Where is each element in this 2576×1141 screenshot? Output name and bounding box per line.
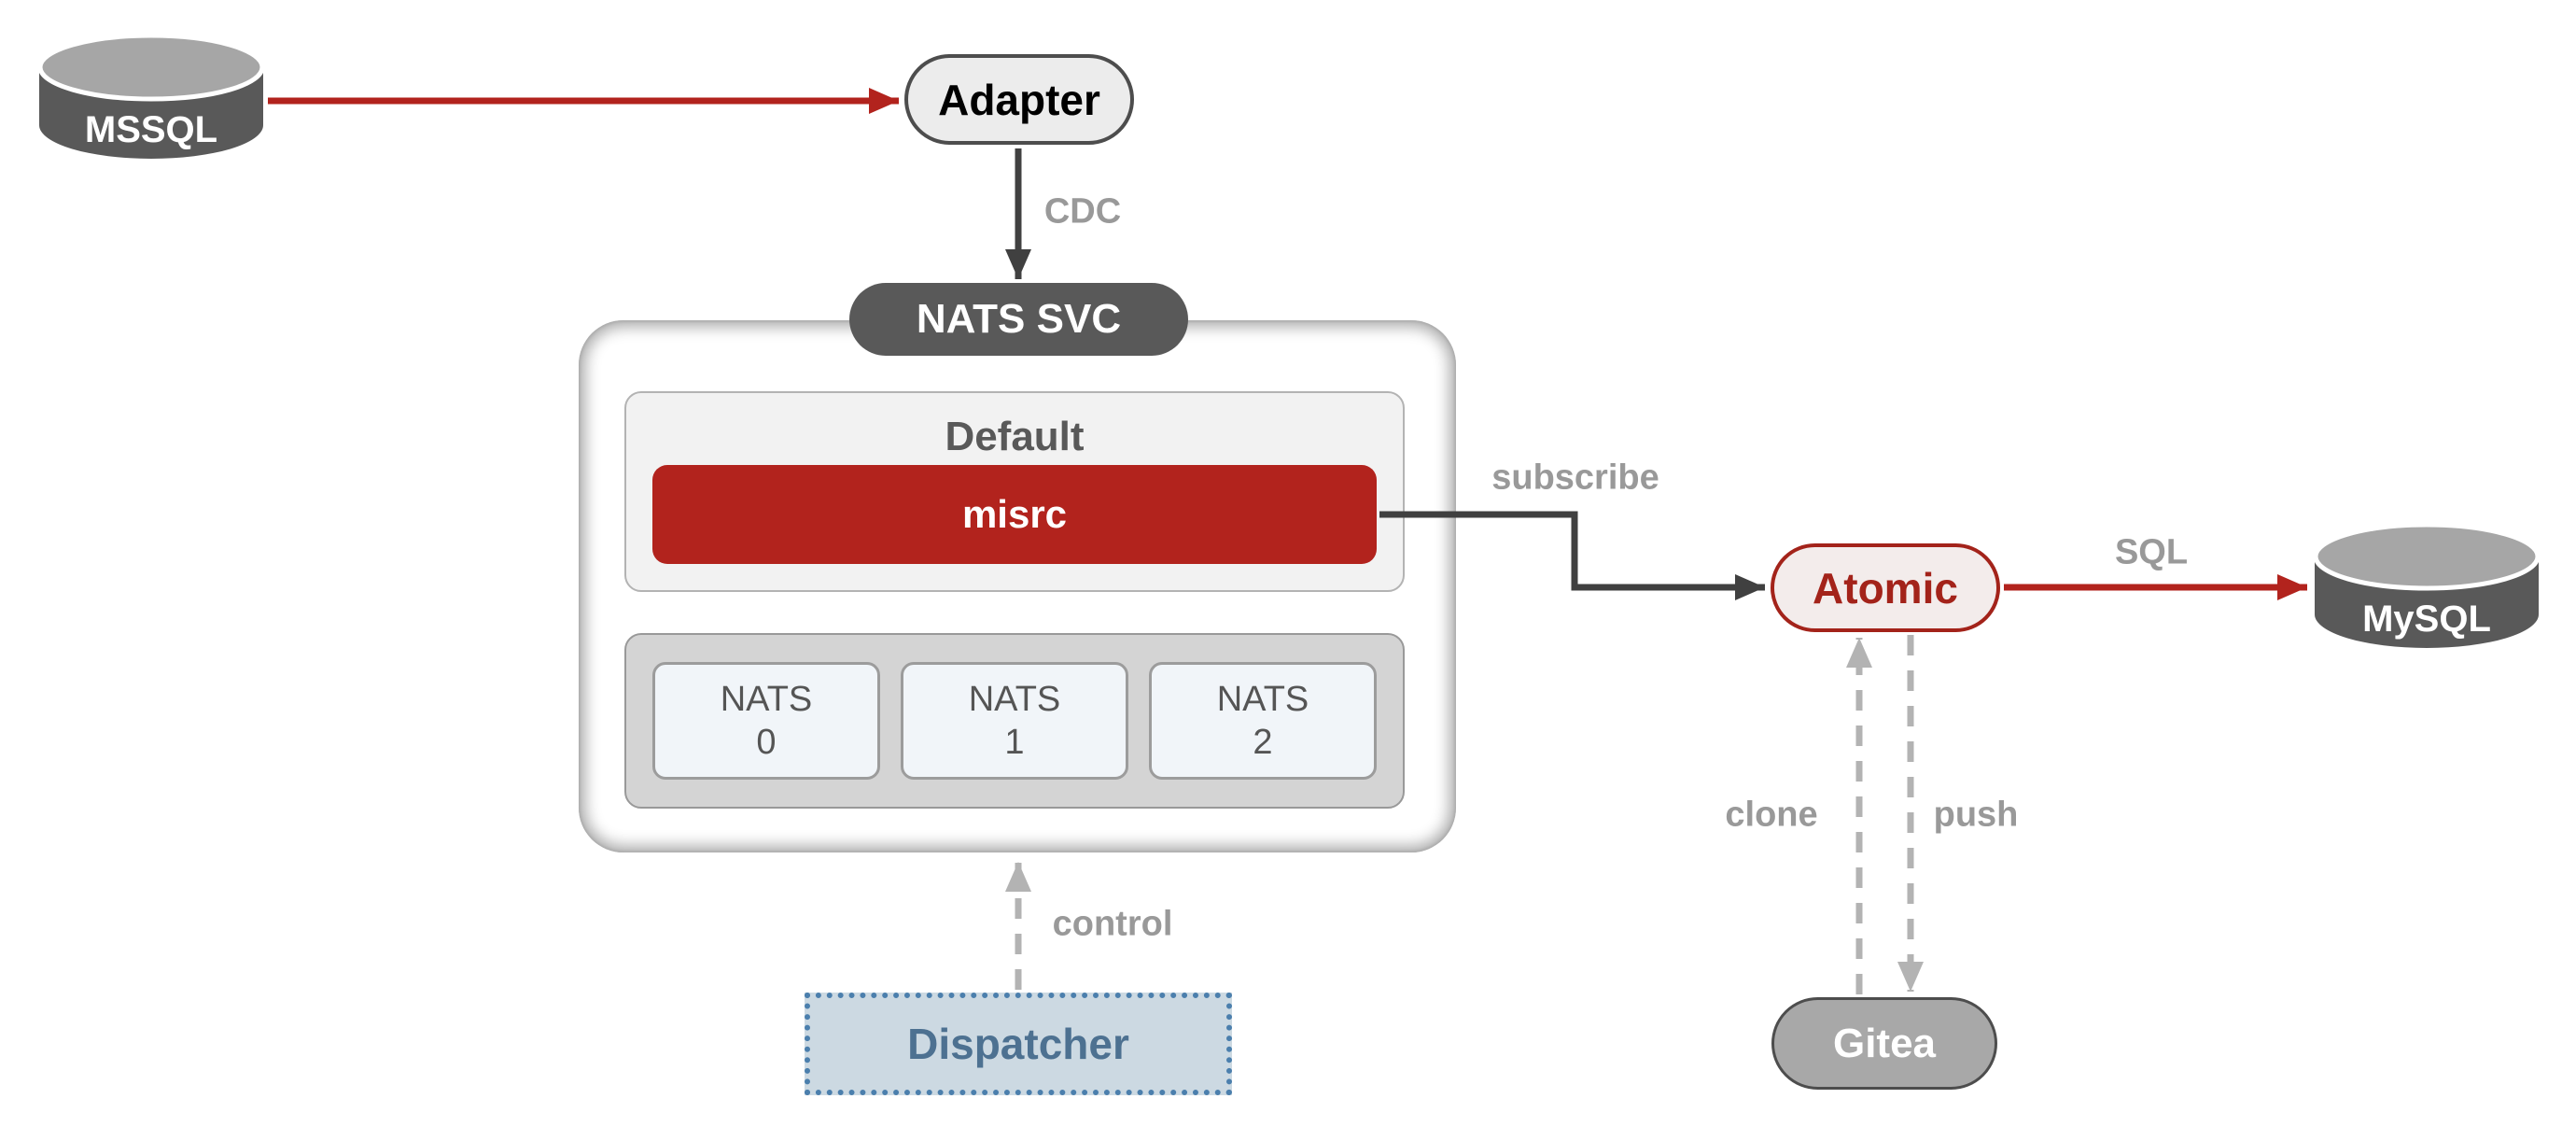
edge-label-control: control (1052, 904, 1173, 944)
mssql-database-cylinder: MSSQL (37, 33, 265, 159)
nats-svc-node: NATS SVC (849, 283, 1188, 356)
nats-node-index: 0 (756, 723, 777, 762)
edge-label-clone: clone (1725, 795, 1818, 835)
atomic-node: Atomic (1771, 543, 2000, 632)
nats-service-container: Default misrc NATS 0 NATS 1 NATS 2 (579, 320, 1456, 852)
edge-label-subscribe: subscribe (1491, 458, 1659, 498)
nats-cluster-group: NATS 0 NATS 1 NATS 2 (624, 633, 1405, 809)
adapter-node: Adapter (904, 54, 1134, 145)
nats-node-2: NATS 2 (1149, 662, 1377, 780)
nats-node-index: 1 (1004, 723, 1025, 762)
mysql-label: MySQL (2362, 599, 2491, 640)
nats-node-name: NATS (1216, 679, 1309, 719)
nats-node-1: NATS 1 (901, 662, 1128, 780)
misrc-stream-node: misrc (652, 465, 1377, 564)
nats-node-0: NATS 0 (652, 662, 880, 780)
cylinder-top (2313, 522, 2541, 591)
mysql-database-cylinder: MySQL (2313, 522, 2541, 648)
mssql-label: MSSQL (85, 109, 217, 150)
edge-label-push: push (1933, 795, 2019, 835)
edge-label-sql: SQL (2114, 532, 2189, 572)
nats-node-index: 2 (1253, 723, 1273, 762)
dispatcher-node: Dispatcher (805, 993, 1232, 1095)
gitea-node: Gitea (1771, 997, 1997, 1090)
cylinder-top (37, 33, 265, 102)
default-stream-group: Default misrc (624, 391, 1405, 592)
edge-label-cdc: CDC (1043, 191, 1122, 232)
nats-node-name: NATS (968, 679, 1061, 719)
nats-node-name: NATS (720, 679, 813, 719)
default-group-title: Default (945, 414, 1085, 459)
